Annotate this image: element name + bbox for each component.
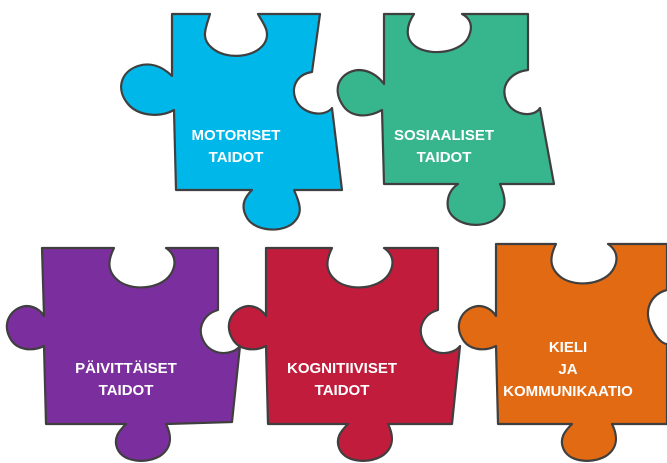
- puzzle-piece-shape: [227, 246, 462, 462]
- puzzle-piece-label-line: JA: [558, 361, 577, 378]
- puzzle-piece-label-line: TAIDOT: [417, 149, 472, 166]
- puzzle-piece-paivittaiset: PÄIVITTÄISET TAIDOT: [5, 246, 242, 462]
- puzzle-piece-sosiaaliset: SOSIAALISET TAIDOT: [336, 12, 556, 226]
- puzzle-piece-label-line: PÄIVITTÄISET: [75, 360, 177, 377]
- puzzle-piece-kieli: KIELI JA KOMMUNIKAATIO: [457, 242, 667, 462]
- puzzle-piece-label-line: TAIDOT: [315, 382, 370, 399]
- puzzle-piece-label-line: SOSIAALISET: [394, 127, 494, 144]
- puzzle-piece-label-line: KOGNITIIVISET: [287, 360, 397, 377]
- puzzle-piece-shape: [5, 246, 242, 462]
- puzzle-piece-shape: [120, 12, 344, 231]
- puzzle-piece-shape: [336, 12, 556, 226]
- puzzle-piece-label-line: MOTORISET: [192, 127, 281, 144]
- puzzle-piece-label-line: TAIDOT: [99, 382, 154, 399]
- puzzle-piece-label-line: KOMMUNIKAATIO: [503, 383, 633, 400]
- puzzle-piece-kognitiiviset: KOGNITIIVISET TAIDOT: [227, 246, 462, 462]
- puzzle-piece-motoriset: MOTORISET TAIDOT: [120, 12, 344, 231]
- puzzle-piece-label-line: TAIDOT: [209, 149, 264, 166]
- puzzle-piece-shape: [457, 242, 667, 462]
- puzzle-piece-label-line: KIELI: [549, 339, 587, 356]
